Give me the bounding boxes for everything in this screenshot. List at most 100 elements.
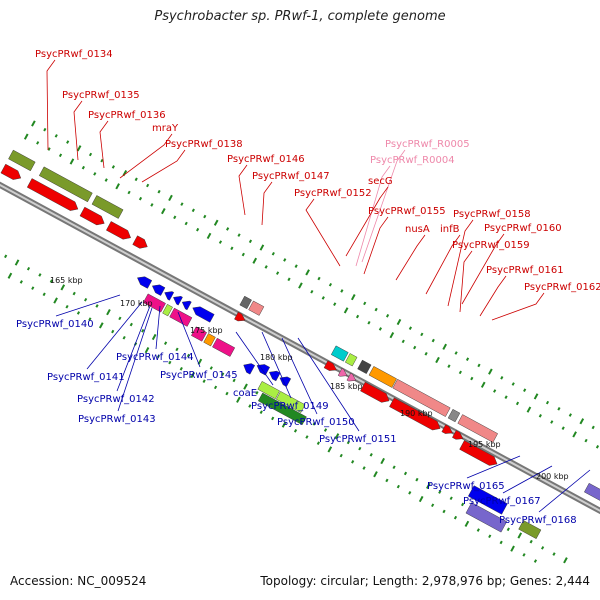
tick-mark xyxy=(480,381,486,388)
tick-mark xyxy=(4,254,8,259)
gene-labels: PsycPRwf_0134PsycPRwf_0135PsycPRwf_0136m… xyxy=(16,49,600,526)
tick-mark xyxy=(413,345,417,350)
tick-mark xyxy=(557,407,561,411)
gene-red-12 xyxy=(459,440,498,466)
gene-magenta-2-shape xyxy=(169,307,193,327)
tick-mark xyxy=(141,328,145,333)
label-leaders xyxy=(46,59,591,513)
tick-mark xyxy=(373,471,378,478)
gene-olive-2-shape xyxy=(38,166,93,203)
gene-label-psycprwf_0167: PsycPRwf_0167 xyxy=(463,496,541,507)
gene-lime-3-shape xyxy=(257,381,280,400)
tick-mark xyxy=(190,371,196,379)
gene-label-psycprwf_0159: PsycPRwf_0159 xyxy=(452,240,530,251)
tick-mark xyxy=(408,491,412,495)
gene-label-psycprwf_r0004: PsycPRwf_R0004 xyxy=(370,155,455,166)
genome-backbone xyxy=(0,181,600,515)
gene-lime-3 xyxy=(257,381,280,400)
tick-mark xyxy=(500,376,504,380)
gene-magenta-3-shape xyxy=(191,326,207,342)
tick-mark xyxy=(358,446,362,451)
gene-blue-8 xyxy=(256,364,270,376)
tick-mark xyxy=(19,280,23,284)
gene-blue-7 xyxy=(243,363,256,375)
gene-red-7 xyxy=(323,360,337,371)
tick-mark xyxy=(396,318,402,326)
leader-line xyxy=(235,331,274,386)
tick-mark xyxy=(312,422,316,426)
gene-rna-2 xyxy=(346,372,357,382)
gene-gray-1-shape xyxy=(239,295,252,310)
tick-mark xyxy=(392,465,396,470)
tick-mark xyxy=(271,416,275,421)
gene-orange-2-shape xyxy=(203,333,216,347)
gene-dark-1 xyxy=(357,359,372,374)
tick-mark xyxy=(305,435,309,439)
gene-red-2-shape xyxy=(26,178,79,211)
tick-mark xyxy=(111,165,115,169)
tick-mark xyxy=(202,379,206,383)
tick-mark xyxy=(447,364,451,368)
tick-mark xyxy=(476,528,480,532)
tick-mark xyxy=(293,429,298,433)
tick-mark xyxy=(334,433,340,440)
tick-mark xyxy=(339,453,343,458)
gene-label-psycprwf_0144: PsycPRwf_0144 xyxy=(116,352,194,363)
gene-lime-1 xyxy=(345,353,358,367)
tick-mark xyxy=(115,183,120,190)
tick-mark xyxy=(568,413,572,417)
leader-line xyxy=(119,133,173,179)
tick-mark xyxy=(453,515,458,520)
leader-line xyxy=(361,149,406,263)
gene-label-psycprwf_0146: PsycPRwf_0146 xyxy=(227,154,305,165)
leader-line xyxy=(502,465,553,494)
leader-line xyxy=(86,301,143,370)
gene-gray-2 xyxy=(447,408,461,423)
tick-mark xyxy=(7,272,13,279)
gene-label-psycprwf_0168: PsycPRwf_0168 xyxy=(499,515,577,526)
tick-mark xyxy=(526,406,532,413)
tick-mark xyxy=(283,258,287,262)
tick-mark xyxy=(252,257,258,264)
gene-lime-2 xyxy=(162,304,173,317)
tick-mark xyxy=(346,440,350,445)
tick-mark xyxy=(584,438,588,443)
gene-label-psycprwf_0142: PsycPRwf_0142 xyxy=(77,394,155,405)
tick-mark xyxy=(156,354,161,359)
tick-mark xyxy=(122,169,128,177)
gene-label-psycprwf_0136: PsycPRwf_0136 xyxy=(88,110,166,121)
tick-mark xyxy=(380,457,385,465)
tick-mark xyxy=(401,339,405,344)
tick-mark xyxy=(403,471,408,476)
tick-mark xyxy=(31,286,35,290)
gene-magenta-4 xyxy=(212,337,236,357)
gene-cyan-1-shape xyxy=(330,345,349,362)
tick-mark xyxy=(179,366,183,371)
tick-mark xyxy=(150,203,154,207)
leader-line xyxy=(177,311,201,368)
gene-blue-5 xyxy=(181,300,192,311)
gene-red-1 xyxy=(0,163,22,180)
gene-red-8-shape xyxy=(360,381,390,403)
tick-mark xyxy=(499,540,503,545)
tick-mark xyxy=(241,252,245,257)
tick-mark xyxy=(196,227,200,232)
tick-mark xyxy=(43,127,47,132)
gene-violet-1-shape xyxy=(584,482,600,503)
tick-mark xyxy=(523,388,527,393)
tick-mark xyxy=(26,266,31,271)
tick-mark xyxy=(146,183,150,188)
leader-line xyxy=(116,305,151,392)
tick-mark xyxy=(72,291,76,296)
tick-mark xyxy=(287,277,291,282)
tick-mark xyxy=(511,382,515,386)
tick-mark xyxy=(264,265,268,269)
gene-blue-10-shape xyxy=(279,376,292,387)
tick-mark xyxy=(38,273,42,277)
tick-mark xyxy=(340,289,344,293)
gene-label-psycprwf_0149: PsycPRwf_0149 xyxy=(251,401,329,412)
gene-violet-2-shape xyxy=(465,502,508,533)
gene-green-1-shape xyxy=(258,392,307,426)
leader-line xyxy=(117,307,153,412)
